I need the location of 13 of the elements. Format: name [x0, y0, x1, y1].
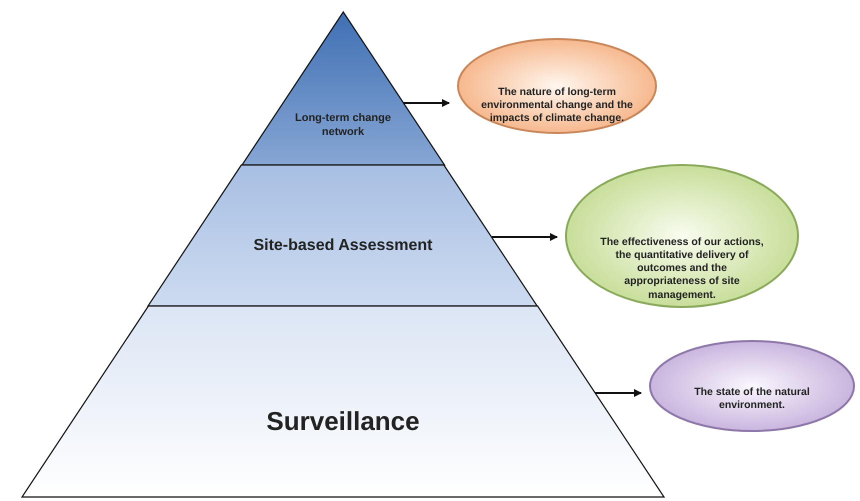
- arrow: [403, 99, 450, 107]
- arrow: [595, 389, 642, 397]
- description-text: The state of the natural environment.: [693, 386, 811, 412]
- description-ellipse: [565, 164, 799, 308]
- tier-label: Surveillance: [265, 405, 421, 438]
- tier-label: Long-term change network: [294, 112, 392, 140]
- description-text: The nature of long-term environmental change and the impacts of climate change.: [480, 86, 634, 126]
- description-ellipse: [457, 38, 657, 134]
- description-text: The effectiveness of our actions, the quantitative delivery of outcomes and the appropriateness of site management.: [599, 236, 765, 302]
- description-ellipse: [649, 340, 855, 432]
- tier-label: Site-based Assessment: [252, 236, 434, 256]
- arrow: [492, 233, 558, 241]
- pyramid-top-tier: [242, 12, 444, 165]
